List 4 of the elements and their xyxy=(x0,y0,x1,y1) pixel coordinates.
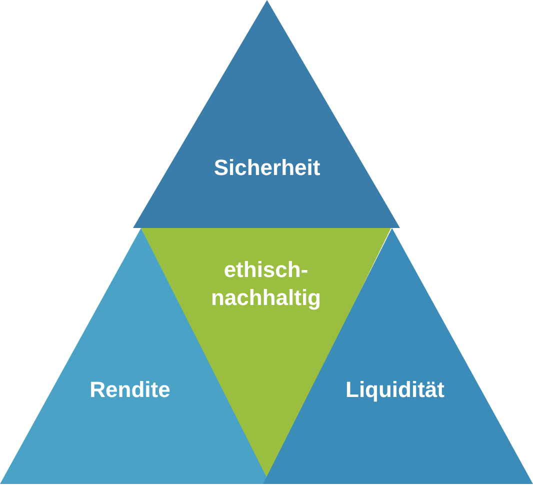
segment-label: Liquidität xyxy=(344,376,446,404)
segment-label: ethisch-nachhaltig xyxy=(210,256,322,312)
segment-label: Sicherheit xyxy=(212,154,322,182)
segment-label: Rendite xyxy=(88,376,172,404)
